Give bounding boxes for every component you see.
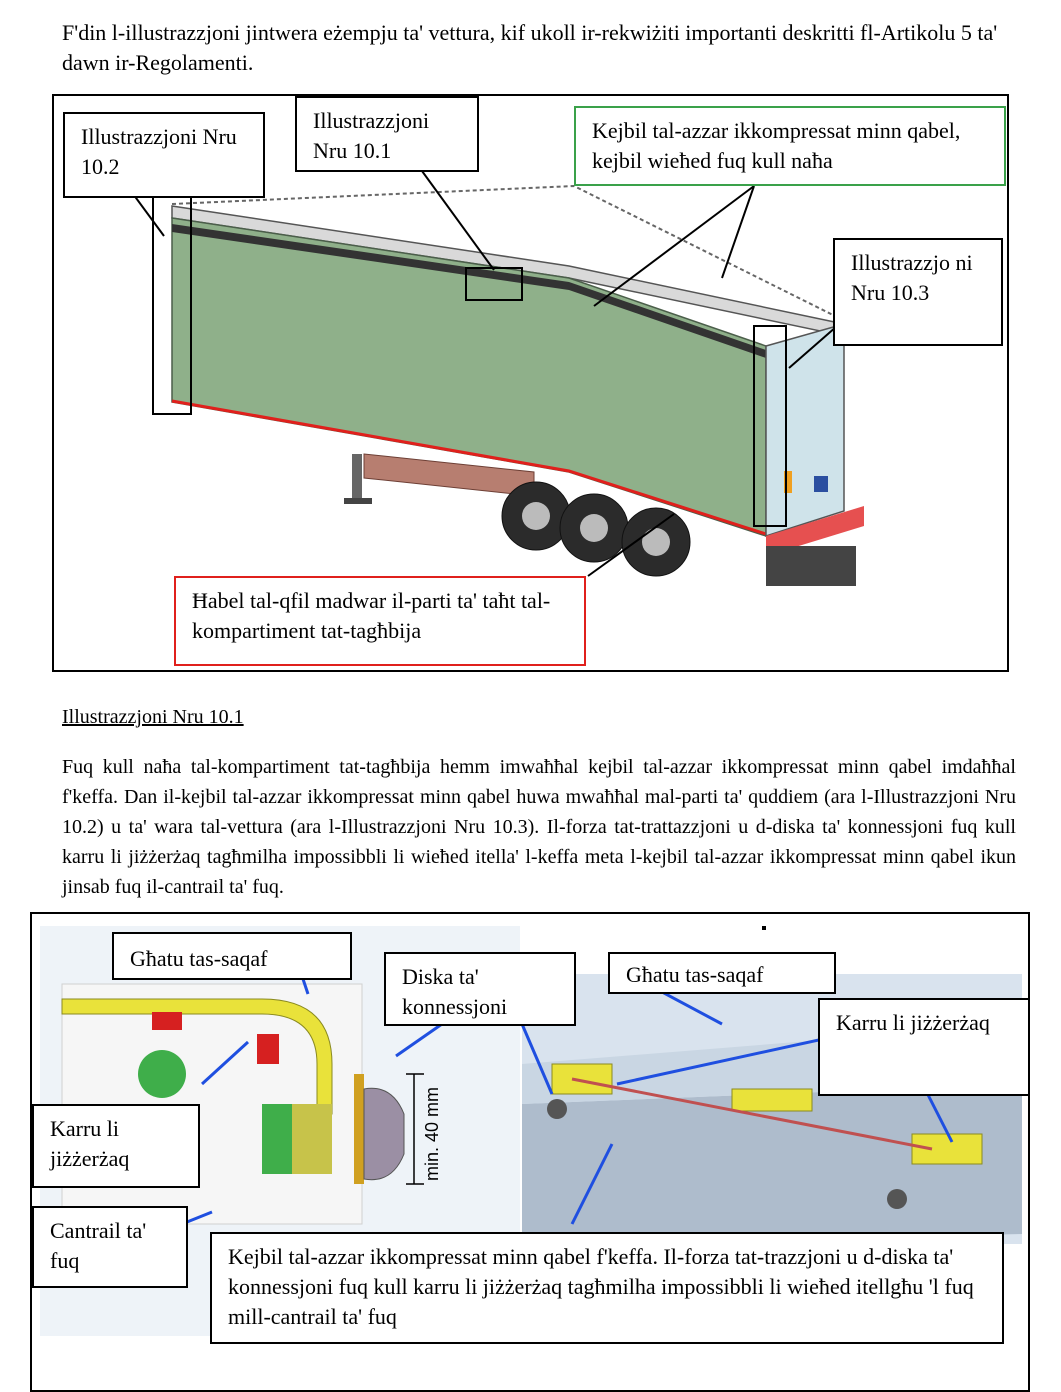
right-roller-2 bbox=[887, 1189, 907, 1209]
pointer-10-1 bbox=[413, 159, 495, 271]
callout-roof-cover-left-text: Għatu tas-saqaf bbox=[130, 946, 268, 971]
trailer-rear bbox=[765, 323, 845, 538]
callout-steel-cable-text: Kejbil tal-azzar ikkompressat minn qabel… bbox=[592, 118, 961, 173]
right-roller-1 bbox=[547, 1099, 567, 1119]
detail-box-10-1 bbox=[465, 267, 523, 301]
callout-illustration-10-1: Illustrazzjoni Nru 10.1 bbox=[295, 96, 479, 172]
callout-sliding-carriage-right-text: Karru li jiżżerżaq bbox=[836, 1010, 990, 1035]
cantrail-band bbox=[172, 224, 766, 358]
callout-bottom-note-text: Kejbil tal-azzar ikkompressat minn qabel… bbox=[228, 1244, 974, 1329]
dimension-label-wrap: min. 40 mm bbox=[420, 1074, 444, 1194]
callout-top-cantrail: Cantrail ta' fuq bbox=[32, 1206, 188, 1288]
callout-sliding-carriage-left-text: Karru li jiżżerżaq bbox=[50, 1116, 130, 1171]
section-title: Illustrazzjoni Nru 10.1 bbox=[62, 706, 244, 728]
mud-flap bbox=[766, 546, 856, 586]
red-bolt-1 bbox=[152, 1012, 182, 1030]
callout-illustration-10-2-text: Illustrazzjoni Nru 10.2 bbox=[81, 124, 237, 179]
pointer-cable-1 bbox=[593, 185, 755, 307]
connection-disc-shape bbox=[354, 1074, 364, 1184]
callout-roof-cover-right: Għatu tas-saqaf bbox=[608, 952, 836, 994]
rear-plate bbox=[814, 476, 828, 492]
right-carriage-1 bbox=[551, 1063, 613, 1095]
roof-cable-line bbox=[171, 184, 840, 319]
callout-illustration-10-1-text: Illustrazzjoni Nru 10.1 bbox=[313, 108, 430, 163]
arrow-disc-right bbox=[520, 1023, 554, 1095]
rear-light bbox=[784, 471, 792, 493]
dimension-label: min. 40 mm bbox=[422, 1086, 442, 1182]
right-carriage-2 bbox=[731, 1088, 813, 1112]
lower-lock-cable bbox=[171, 399, 767, 536]
trailer-drawing bbox=[113, 159, 864, 586]
callout-illustration-10-3: Illustrazzjo ni Nru 10.3 bbox=[833, 238, 1003, 346]
cable-end-fitting bbox=[363, 1087, 405, 1181]
red-bolt-2 bbox=[257, 1034, 279, 1064]
wheel-1-hub bbox=[522, 502, 550, 530]
callout-connection-disc-text: Diska ta' konnessjoni bbox=[402, 964, 508, 1019]
callout-top-cantrail-text: Cantrail ta' fuq bbox=[50, 1218, 147, 1273]
section-body: Fuq kull naħa tal-kompartiment tat-tagħb… bbox=[62, 756, 1016, 898]
callout-lock-cable-text: Ħabel tal-qfil madwar il-parti ta' taħt … bbox=[192, 588, 551, 643]
callout-illustration-10-3-text: Illustrazzjo ni Nru 10.3 bbox=[851, 250, 973, 305]
right-carriage-3 bbox=[911, 1133, 983, 1165]
callout-illustration-10-2: Illustrazzjoni Nru 10.2 bbox=[63, 112, 265, 198]
carriage-body bbox=[292, 1104, 332, 1174]
detail-box-10-3 bbox=[753, 325, 787, 527]
pointer-cable-2 bbox=[721, 185, 755, 279]
wheel-3-hub bbox=[642, 528, 670, 556]
arrow-bottom-note bbox=[570, 1143, 614, 1225]
wheel-2-hub bbox=[580, 514, 608, 542]
callout-lock-cable: Ħabel tal-qfil madwar il-parti ta' taħt … bbox=[174, 576, 586, 666]
callout-connection-disc: Diska ta' konnessjoni bbox=[384, 952, 576, 1026]
callout-bottom-note: Kejbil tal-azzar ikkompressat minn qabel… bbox=[210, 1232, 1004, 1344]
rear-bumper-strip bbox=[766, 506, 864, 556]
callout-sliding-carriage-left: Karru li jiżżerżaq bbox=[32, 1104, 200, 1188]
support-leg bbox=[352, 454, 362, 504]
green-roller-1 bbox=[138, 1050, 186, 1098]
callout-sliding-carriage-right: Karru li jiżżerżaq bbox=[818, 998, 1028, 1096]
callout-steel-cable: Kejbil tal-azzar ikkompressat minn qabel… bbox=[574, 106, 1006, 186]
stray-dot bbox=[762, 926, 766, 930]
pointer-lower-cable bbox=[587, 513, 675, 577]
arrow-connection-disc bbox=[395, 1022, 443, 1058]
trailer-figure: Illustrazzjoni Nru 10.2 Illustrazzjoni N… bbox=[52, 94, 1009, 672]
callout-roof-cover-right-text: Għatu tas-saqaf bbox=[626, 962, 764, 987]
green-roller-2 bbox=[262, 1104, 292, 1174]
right-steel-cable bbox=[571, 1077, 933, 1151]
arrow-carriage-left bbox=[200, 1040, 250, 1086]
intro-paragraph: F'din l-illustrazzjoni jintwera eżempju … bbox=[62, 20, 998, 75]
support-foot bbox=[344, 498, 372, 504]
detail-figure: Għatu tas-saqaf Diska ta' konnessjoni Għ… bbox=[30, 912, 1030, 1392]
callout-roof-cover-left: Għatu tas-saqaf bbox=[112, 932, 352, 980]
